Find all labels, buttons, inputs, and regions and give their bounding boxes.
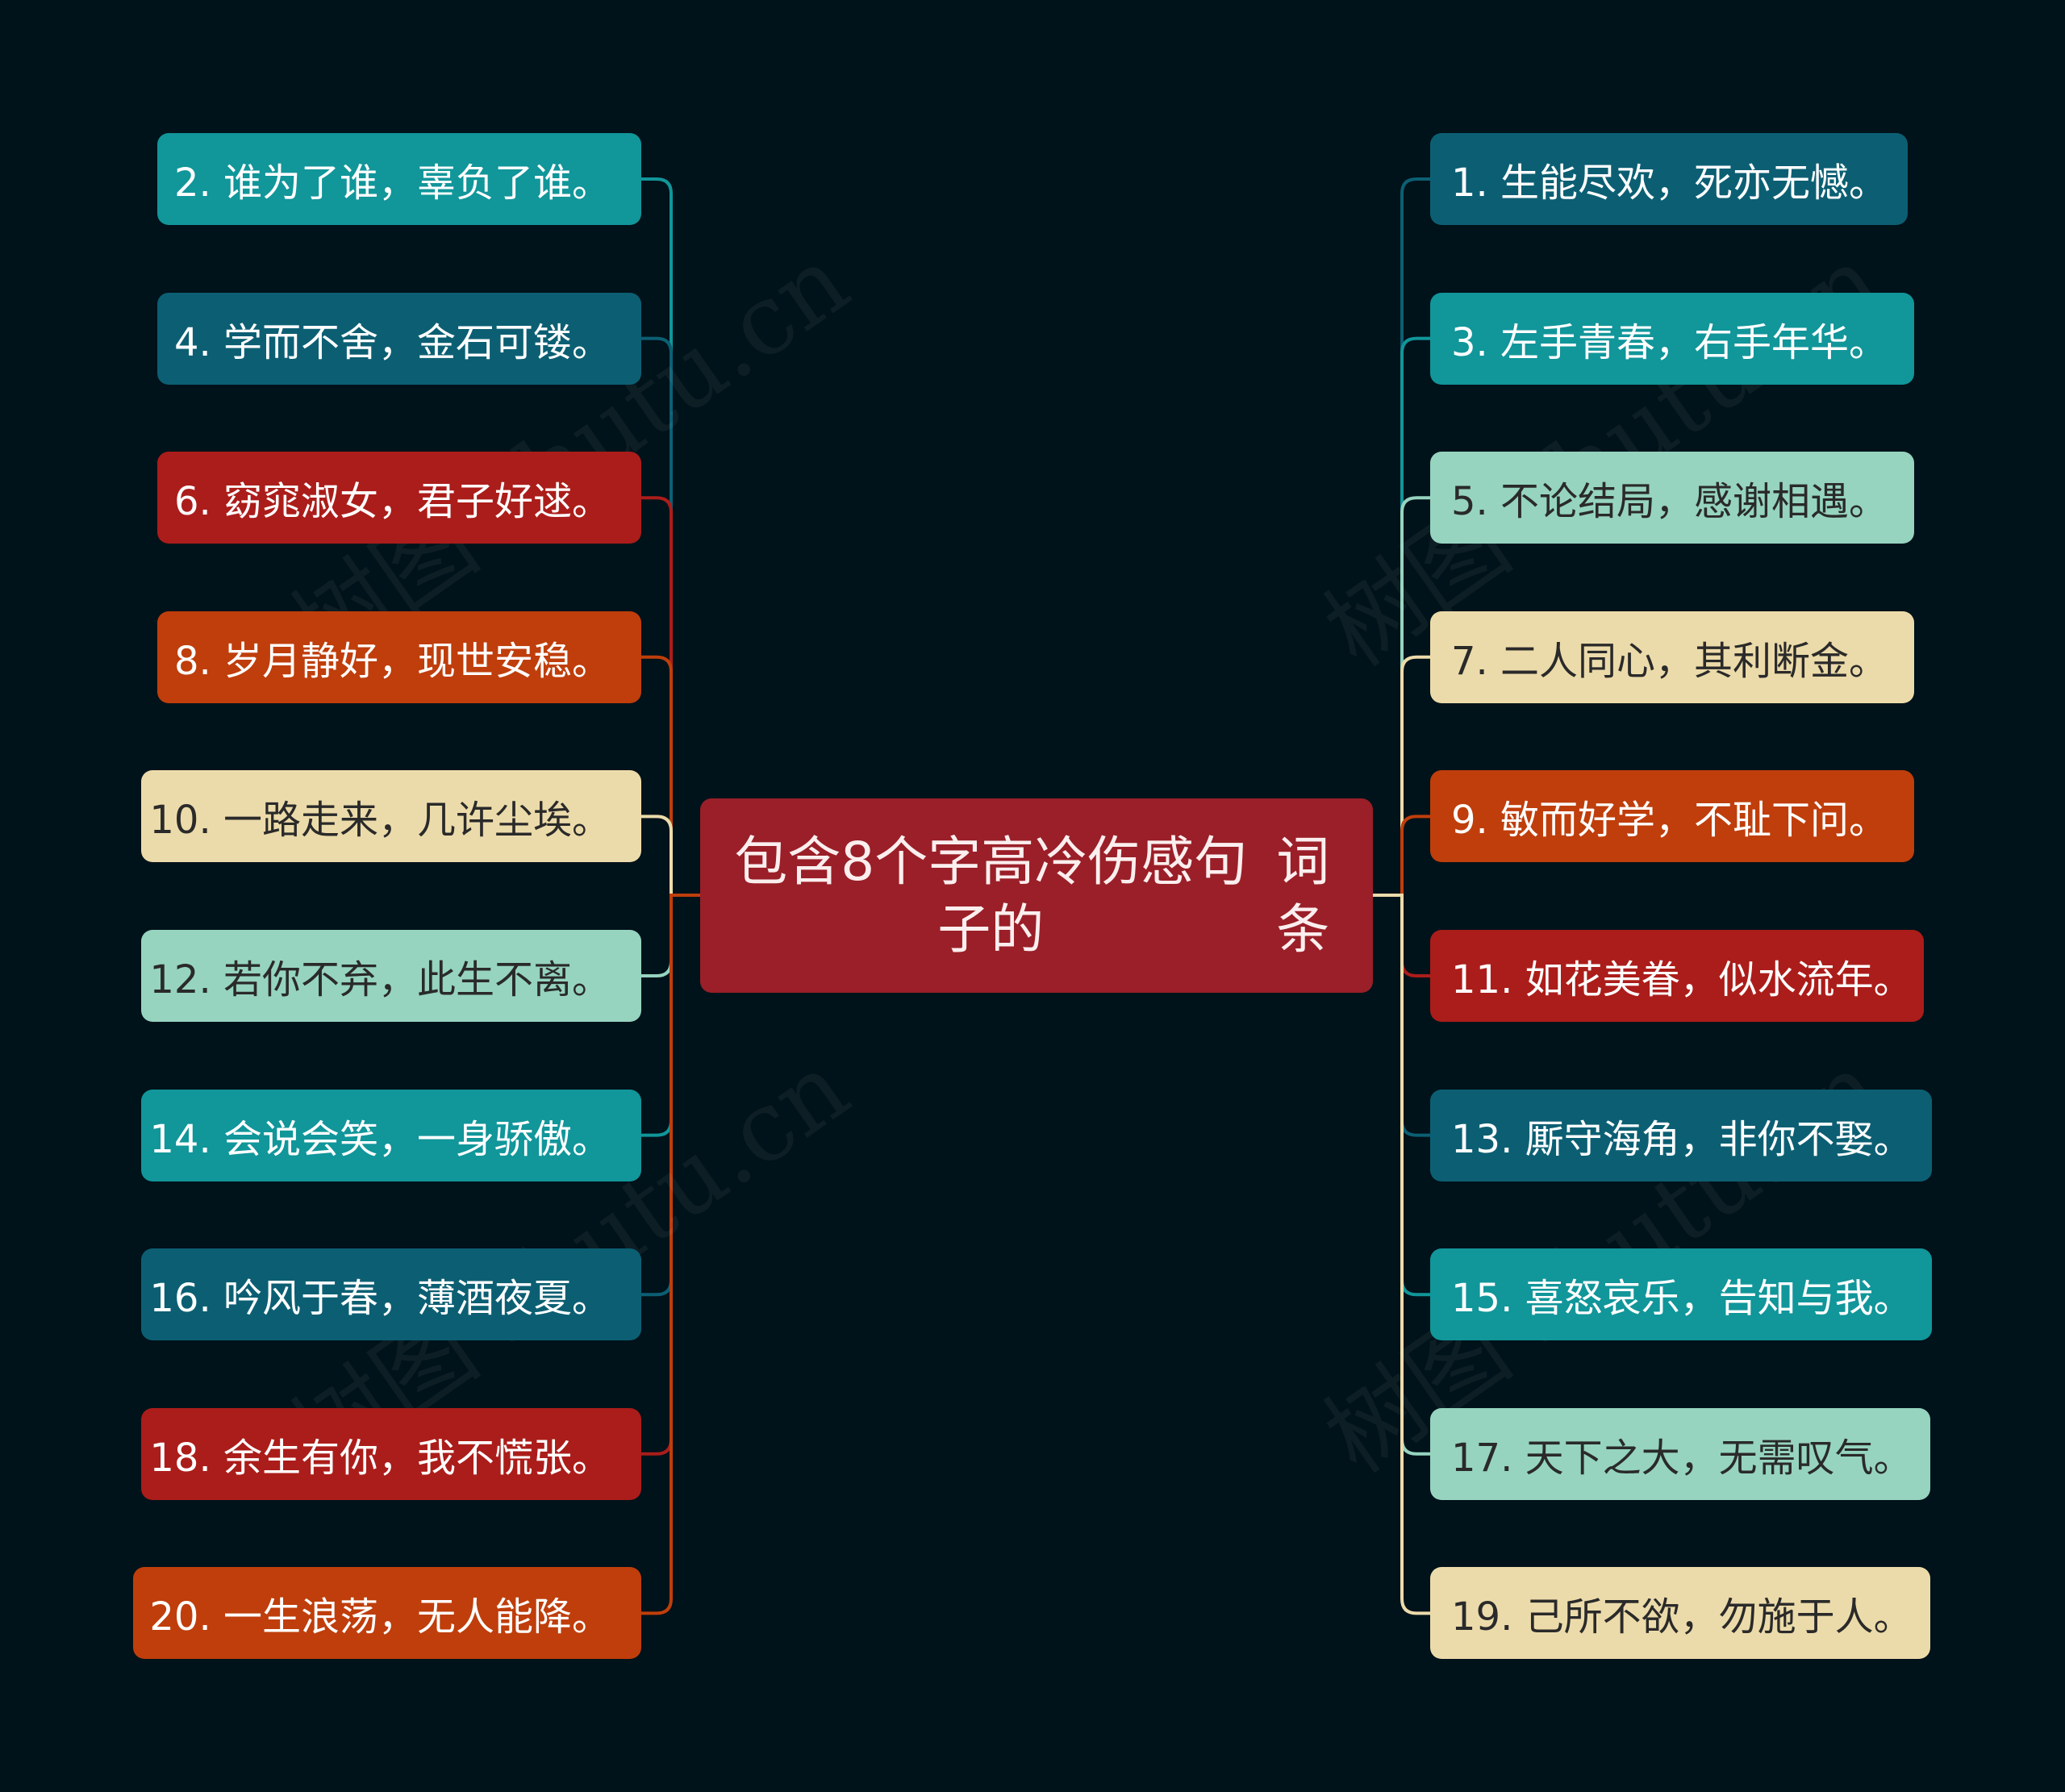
- left-branch-node[interactable]: 8. 岁月静好，现世安稳。: [157, 611, 641, 703]
- right-branch-label: 13. 厮守海角，非你不娶。: [1451, 1116, 1913, 1162]
- right-connector: [1373, 177, 1430, 897]
- left-branch-label: 8. 岁月静好，现世安稳。: [173, 638, 611, 684]
- left-branch-node[interactable]: 16. 吟风于春，薄酒夜夏。: [141, 1248, 641, 1341]
- right-branch-label: 1. 生能尽欢，死亦无憾。: [1451, 160, 1888, 206]
- left-branch-node[interactable]: 14. 会说会笑，一身骄傲。: [141, 1089, 641, 1181]
- right-branch-node[interactable]: 15. 喜怒哀乐，告知与我。: [1430, 1248, 1932, 1341]
- left-connector: [641, 336, 700, 897]
- right-branch-node[interactable]: 1. 生能尽欢，死亦无憾。: [1430, 133, 1908, 225]
- left-branch-node[interactable]: 12. 若你不弃，此生不离。: [141, 930, 641, 1022]
- right-branch-label: 17. 天下之大，无需叹气。: [1451, 1435, 1913, 1481]
- right-connector: [1373, 894, 1430, 1615]
- left-branch-label: 4. 学而不舍，金石可镂。: [173, 319, 611, 365]
- right-connector: [1373, 336, 1430, 897]
- left-branch-label: 6. 窈窕淑女，君子好逑。: [173, 479, 611, 525]
- root-topic[interactable]: 包含8个字高冷伤感句子的 词条: [700, 798, 1373, 993]
- right-branch-node[interactable]: 13. 厮守海角，非你不娶。: [1430, 1089, 1932, 1181]
- left-branch-node[interactable]: 6. 窈窕淑女，君子好逑。: [157, 452, 641, 544]
- right-branch-label: 19. 己所不欲，勿施于人。: [1451, 1594, 1913, 1640]
- left-branch-label: 16. 吟风于春，薄酒夜夏。: [149, 1276, 611, 1322]
- right-connector: [1373, 655, 1430, 897]
- left-branch-node[interactable]: 18. 余生有你，我不慌张。: [141, 1407, 641, 1500]
- left-connector: [641, 177, 700, 897]
- right-branch-node[interactable]: 3. 左手青春，右手年华。: [1430, 292, 1914, 385]
- left-branch-label: 2. 谁为了谁，辜负了谁。: [173, 160, 611, 206]
- right-branch-node[interactable]: 17. 天下之大，无需叹气。: [1430, 1407, 1930, 1500]
- left-branch-label: 20. 一生浪荡，无人能降。: [149, 1594, 611, 1640]
- left-branch-label: 14. 会说会笑，一身骄傲。: [149, 1116, 611, 1162]
- root-topic-line2: 词条: [1276, 830, 1330, 961]
- right-connector: [1373, 496, 1430, 897]
- left-branch-label: 12. 若你不弃，此生不离。: [149, 957, 611, 1002]
- left-connector: [641, 655, 700, 897]
- right-branch-node[interactable]: 19. 己所不欲，勿施于人。: [1430, 1567, 1930, 1660]
- right-branch-label: 11. 如花美眷，似水流年。: [1451, 957, 1913, 1002]
- right-branch-label: 9. 敏而好学，不耻下问。: [1451, 798, 1888, 844]
- left-connector: [641, 496, 700, 897]
- left-connector: [641, 894, 700, 1615]
- left-branch-node[interactable]: 20. 一生浪荡，无人能降。: [133, 1567, 641, 1660]
- right-connector: [1373, 815, 1430, 897]
- right-branch-node[interactable]: 9. 敏而好学，不耻下问。: [1430, 770, 1914, 863]
- left-branch-node[interactable]: 2. 谁为了谁，辜负了谁。: [157, 133, 641, 225]
- right-branch-label: 3. 左手青春，右手年华。: [1451, 319, 1888, 365]
- right-branch-label: 15. 喜怒哀乐，告知与我。: [1451, 1276, 1913, 1322]
- right-branch-label: 7. 二人同心，其利断金。: [1451, 638, 1888, 684]
- left-branch-node[interactable]: 10. 一路走来，几许尘埃。: [141, 770, 641, 863]
- root-topic-line1: 包含8个字高冷伤感句子的: [734, 830, 1248, 961]
- left-connector: [641, 815, 700, 897]
- left-branch-label: 10. 一路走来，几许尘埃。: [149, 798, 611, 844]
- left-branch-node[interactable]: 4. 学而不舍，金石可镂。: [157, 292, 641, 385]
- right-branch-node[interactable]: 7. 二人同心，其利断金。: [1430, 611, 1914, 703]
- left-branch-label: 18. 余生有你，我不慌张。: [149, 1435, 611, 1481]
- right-branch-node[interactable]: 5. 不论结局，感谢相遇。: [1430, 452, 1914, 544]
- right-branch-label: 5. 不论结局，感谢相遇。: [1451, 479, 1888, 525]
- right-branch-node[interactable]: 11. 如花美眷，似水流年。: [1430, 930, 1924, 1022]
